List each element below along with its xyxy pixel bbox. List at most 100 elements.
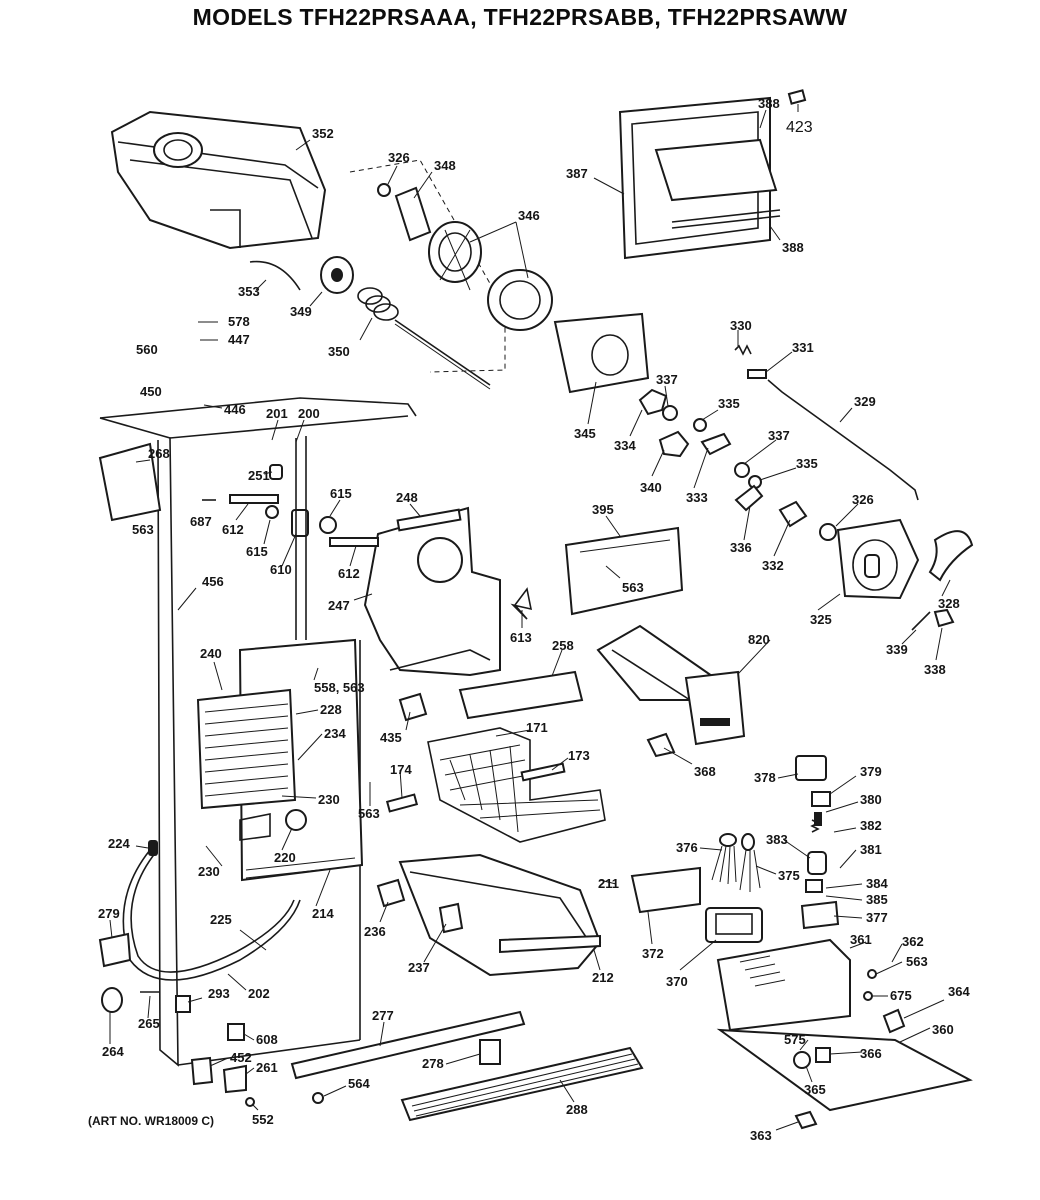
label-325: 325	[810, 612, 832, 627]
label-615b: 615	[330, 486, 352, 501]
label-360: 360	[932, 1022, 954, 1037]
cover-372	[630, 866, 701, 914]
label-820: 820	[748, 632, 770, 647]
part-608	[227, 1023, 245, 1041]
label-339: 339	[886, 642, 908, 657]
label-350: 350	[328, 344, 350, 359]
label-211: 211	[598, 876, 619, 891]
label-423: 423	[786, 119, 813, 136]
label-575: 575	[784, 1032, 806, 1047]
label-456: 456	[202, 574, 224, 589]
label-293: 293	[208, 986, 230, 1001]
drain-tube-225	[122, 849, 301, 981]
label-336: 336	[730, 540, 752, 555]
dispenser-housing-360	[716, 938, 973, 1130]
label-173: 173	[568, 748, 590, 763]
label-368: 368	[694, 764, 716, 779]
light-socket-268	[98, 442, 162, 522]
part-452	[190, 1056, 214, 1086]
label-382: 382	[860, 818, 882, 833]
label-366: 366	[860, 1046, 882, 1061]
label-335a: 335	[718, 396, 740, 411]
screw-564	[312, 1092, 324, 1104]
label-384: 384	[866, 876, 888, 891]
diagram-title: MODELS TFH22PRSAAA, TFH22PRSABB, TFH22PR…	[192, 4, 848, 30]
label-362: 362	[902, 934, 924, 949]
label-228: 228	[320, 702, 342, 717]
housing-345	[553, 312, 650, 394]
label-446: 446	[224, 402, 246, 417]
label-363: 363	[750, 1128, 772, 1143]
label-372: 372	[642, 946, 664, 961]
label-247: 247	[328, 598, 350, 613]
label-378: 378	[754, 770, 776, 785]
label-610: 610	[270, 562, 292, 577]
label-224: 224	[108, 836, 130, 851]
part-278	[479, 1039, 501, 1065]
label-265: 265	[138, 1016, 160, 1031]
rail-277	[290, 1010, 526, 1080]
label-334: 334	[614, 438, 636, 453]
label-364: 364	[948, 984, 970, 999]
label-279: 279	[98, 906, 120, 921]
label-387: 387	[566, 166, 588, 181]
label-447: 447	[228, 332, 250, 347]
label-240: 240	[200, 646, 222, 661]
label-345: 345	[574, 426, 596, 441]
label-675: 675	[890, 988, 912, 1003]
label-171: 171	[526, 720, 548, 735]
label-563a: 563	[132, 522, 154, 537]
label-258: 258	[552, 638, 574, 653]
label-236: 236	[364, 924, 386, 939]
ice-bucket-352	[110, 110, 327, 291]
clip-331	[747, 369, 767, 379]
label-370: 370	[666, 974, 688, 989]
label-328: 328	[938, 596, 960, 611]
label-349: 349	[290, 304, 312, 319]
module-325	[819, 518, 974, 631]
label-337a: 337	[656, 372, 678, 387]
label-214: 214	[312, 906, 334, 921]
label-268: 268	[148, 446, 170, 461]
label-264: 264	[102, 1044, 124, 1059]
label-326b: 326	[852, 492, 874, 507]
label-361: 361	[850, 932, 872, 947]
label-564: 564	[348, 1076, 370, 1091]
label-383: 383	[766, 832, 788, 847]
label-563c: 563	[622, 580, 644, 595]
label-326a: 326	[388, 150, 410, 165]
label-615a: 615	[246, 544, 268, 559]
label-395: 395	[592, 502, 614, 517]
part-293	[175, 995, 191, 1013]
label-381: 381	[860, 842, 882, 857]
ice-bin-211	[376, 853, 602, 977]
label-225: 225	[210, 912, 232, 927]
label-220: 220	[274, 850, 296, 865]
label-385: 385	[866, 892, 888, 907]
label-352: 352	[312, 126, 334, 141]
label-450: 450	[140, 384, 162, 399]
label-608: 608	[256, 1032, 278, 1047]
label-560: 560	[136, 342, 158, 357]
label-234: 234	[324, 726, 346, 741]
label-333: 333	[686, 490, 708, 505]
label-288: 288	[566, 1102, 588, 1117]
label-329: 329	[854, 394, 876, 409]
label-278: 278	[422, 1056, 444, 1071]
label-687: 687	[190, 514, 212, 529]
wire-harness-376	[711, 833, 761, 892]
label-563d: 563	[906, 954, 928, 969]
label-380: 380	[860, 792, 882, 807]
label-200: 200	[298, 406, 320, 421]
plate-348	[394, 186, 432, 242]
label-237: 237	[408, 960, 430, 975]
label-277: 277	[372, 1008, 394, 1023]
label-377: 377	[866, 910, 888, 925]
part-435	[398, 692, 428, 722]
leader-lines	[109, 104, 951, 1131]
cabinet-456	[99, 397, 417, 1067]
label-348: 348	[434, 158, 456, 173]
label-337b: 337	[768, 428, 790, 443]
grille-288	[400, 1046, 644, 1122]
